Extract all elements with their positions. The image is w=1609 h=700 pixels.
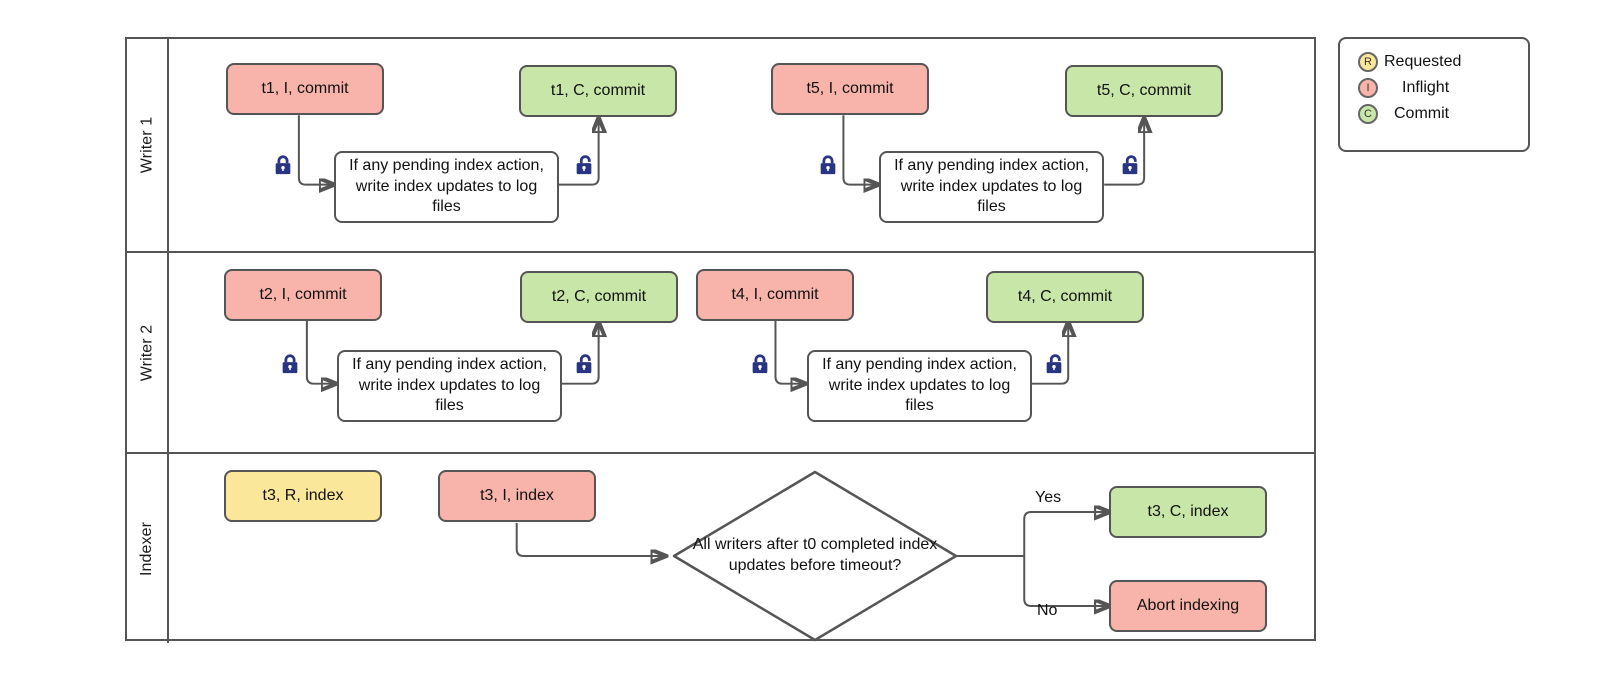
node-label: t5, C, commit [1096, 81, 1192, 99]
swimlane-writer-1: Writer 1 [127, 39, 1314, 253]
lock-open-icon [576, 155, 592, 175]
edge-label-no: No [1037, 602, 1058, 619]
node-label: t2, C, commit [551, 287, 647, 305]
node-label: t1, I, commit [261, 79, 349, 97]
node-label: t2, I, commit [259, 285, 347, 303]
node-label: t5, I, commit [806, 79, 894, 97]
node-t1-inflight-commit[interactable]: t1, I, commit [226, 63, 384, 115]
swimlane-header-indexer: Indexer [127, 454, 169, 643]
legend-box: R Requested I Inflight C Commit [1338, 37, 1530, 152]
node-label: t4, C, commit [1017, 287, 1113, 305]
node-t3-requested-index[interactable]: t3, R, index [224, 470, 382, 522]
swimlane-body-writer-1: t1, I, commit t1, C, commit If any pendi… [169, 39, 1314, 251]
swimlane-label-writer-2: Writer 2 [138, 324, 156, 381]
requested-badge-icon: R [1358, 52, 1378, 72]
swimlane-label-writer-1: Writer 1 [138, 116, 156, 174]
node-t5-inflight-commit[interactable]: t5, I, commit [771, 63, 929, 115]
decision-diamond-shape [672, 470, 958, 642]
node-t1-commit-commit[interactable]: t1, C, commit [519, 65, 677, 117]
lock-open-icon [1046, 354, 1062, 374]
node-writer2-pending-index-action-a[interactable]: If any pending index action, write index… [337, 350, 562, 422]
legend-item-inflight: I Inflight [1340, 75, 1528, 101]
node-t4-inflight-commit[interactable]: t4, I, commit [696, 269, 854, 321]
lock-open-icon [1122, 155, 1138, 175]
edge-label-yes: Yes [1035, 489, 1062, 506]
node-label: If any pending index action, write index… [822, 356, 1017, 415]
node-t4-commit-commit[interactable]: t4, C, commit [986, 271, 1144, 323]
swimlane-header-writer-1: Writer 1 [127, 39, 169, 251]
decision-all-writers-completed[interactable]: All writers after t0 completed index upd… [671, 469, 959, 643]
swimlane-header-writer-2: Writer 2 [127, 253, 169, 452]
node-label: Abort indexing [1136, 596, 1240, 614]
node-label: t3, R, index [262, 486, 344, 504]
node-t5-commit-commit[interactable]: t5, C, commit [1065, 65, 1223, 117]
lock-closed-icon [752, 354, 768, 374]
node-label: If any pending index action, write index… [894, 157, 1089, 216]
node-t2-commit-commit[interactable]: t2, C, commit [520, 271, 678, 323]
commit-badge-icon: C [1358, 104, 1378, 124]
node-label: t3, I, index [480, 486, 554, 504]
node-label: t1, C, commit [550, 81, 646, 99]
lock-open-icon [576, 354, 592, 374]
node-writer2-pending-index-action-b[interactable]: If any pending index action, write index… [807, 350, 1032, 422]
swimlane-container: Writer 1 [125, 37, 1316, 643]
node-label: t4, I, commit [731, 285, 819, 303]
node-t3-commit-index[interactable]: t3, C, index [1109, 486, 1267, 538]
swimlane-body-writer-2: t2, I, commit t2, C, commit If any pendi… [169, 253, 1314, 452]
swimlane-body-indexer: t3, R, index t3, I, index All writers af… [169, 454, 1314, 643]
swimlane-label-indexer: Indexer [138, 521, 156, 576]
swimlane-writer-2: Writer 2 [127, 253, 1314, 454]
lock-closed-icon [282, 354, 298, 374]
legend-item-requested: R Requested [1340, 49, 1528, 75]
node-label: t3, C, index [1147, 502, 1229, 520]
node-t2-inflight-commit[interactable]: t2, I, commit [224, 269, 382, 321]
node-label: If any pending index action, write index… [352, 356, 547, 415]
legend-label-commit: Commit [1394, 105, 1450, 122]
legend-label-inflight: Inflight [1402, 79, 1450, 96]
node-abort-indexing[interactable]: Abort indexing [1109, 580, 1267, 632]
swimlane-indexer: Indexer [127, 454, 1314, 643]
node-label: If any pending index action, write index… [349, 157, 544, 216]
node-writer1-pending-index-action-b[interactable]: If any pending index action, write index… [879, 151, 1104, 223]
legend-label-requested: Requested [1384, 53, 1462, 70]
inflight-badge-icon: I [1358, 78, 1378, 98]
legend-item-commit: C Commit [1340, 101, 1528, 127]
node-t3-inflight-index[interactable]: t3, I, index [438, 470, 596, 522]
lock-closed-icon [820, 155, 836, 175]
node-writer1-pending-index-action-a[interactable]: If any pending index action, write index… [334, 151, 559, 223]
lock-closed-icon [275, 155, 291, 175]
